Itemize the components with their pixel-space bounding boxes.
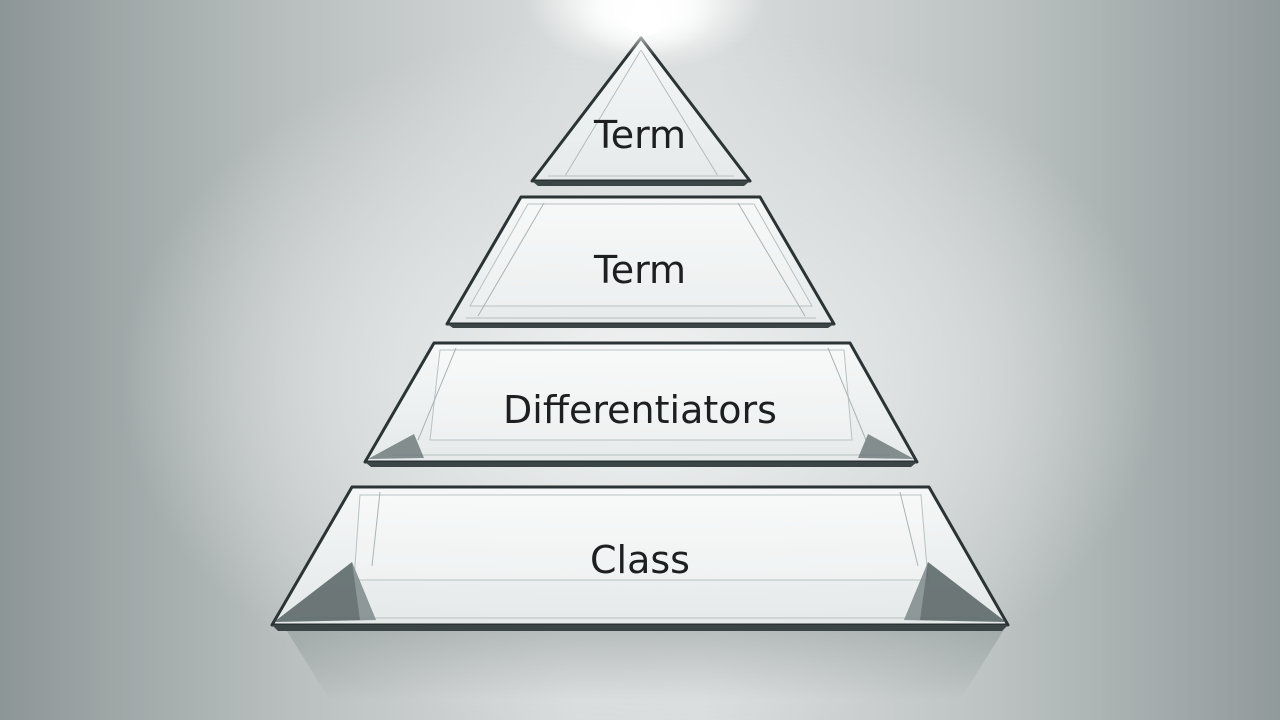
tier-term-1 xyxy=(530,36,752,186)
apex-light-core xyxy=(627,8,663,36)
tier-differentiators xyxy=(363,341,919,467)
floor-shadow xyxy=(285,628,1005,700)
tier-term-2 xyxy=(445,195,836,328)
tier-class xyxy=(270,485,1010,631)
